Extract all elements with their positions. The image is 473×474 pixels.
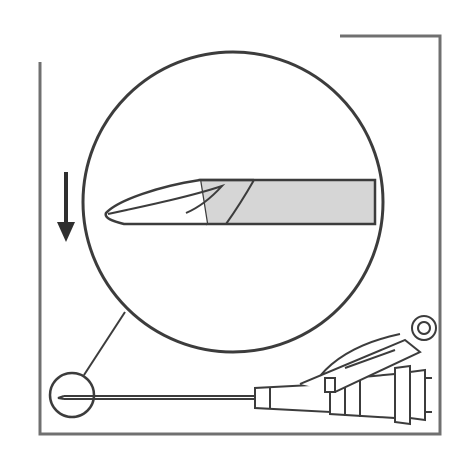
safety-needle-icon xyxy=(57,315,437,426)
magnifier-leader-line xyxy=(83,311,126,376)
needle-bevel-heel xyxy=(225,179,255,225)
needle-bevel-opening xyxy=(107,183,226,215)
needle-shaft xyxy=(198,178,377,226)
needle-bevel-tip xyxy=(104,178,207,226)
magnified-view xyxy=(81,50,385,354)
illustration-frame xyxy=(38,34,442,436)
arrow-down-icon xyxy=(57,172,75,242)
